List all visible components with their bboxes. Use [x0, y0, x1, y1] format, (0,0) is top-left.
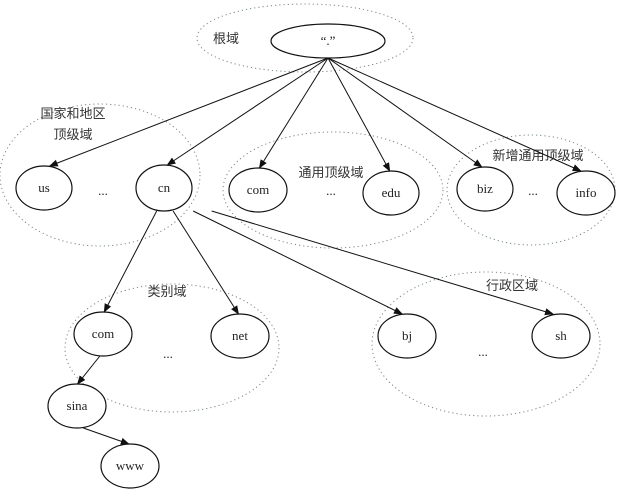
node-www-label: www: [116, 458, 145, 473]
edge-group: [48, 57, 582, 445]
node-cn-shape: [135, 164, 193, 212]
cluster-newgeneric-label: 新增通用顶级域: [492, 148, 583, 163]
node-us-shape: [15, 165, 73, 211]
ellipsis-e4: ...: [163, 346, 173, 361]
node-com-shape: [228, 167, 288, 213]
cluster-country-label: 国家和地区: [40, 106, 105, 121]
cluster-category-boundary: [64, 283, 280, 413]
node-group: “.” us cn com edu biz info com net bj sh sina www: [15, 23, 616, 489]
node-edu-label: edu: [382, 185, 401, 200]
node-root-label: “.”: [321, 33, 336, 48]
node-sina-shape: [47, 383, 107, 429]
node-net-label: net: [232, 328, 248, 343]
edge-sina-to-www: [83, 427, 130, 445]
cluster-country-label: 顶级域: [53, 127, 92, 142]
node-info: info: [556, 170, 616, 216]
cluster-country-boundary: [0, 103, 201, 247]
edge-cn-to-cncom: [103, 210, 158, 313]
node-biz-label: biz: [477, 181, 493, 196]
edge-root-to-cn: [166, 57, 329, 166]
edge-root-to-com: [258, 57, 329, 169]
node-biz: biz: [456, 166, 514, 212]
node-www: www: [100, 443, 160, 489]
edge-root-to-us: [48, 57, 329, 167]
edge-root-to-edu: [327, 57, 391, 172]
cluster-admin-label: 行政区域: [486, 278, 538, 293]
ellipsis-group: ...............: [98, 183, 538, 361]
node-us-label: us: [38, 180, 50, 195]
node-cncom-shape: [73, 311, 133, 357]
ellipsis-e5: ...: [478, 344, 488, 359]
edge-cn-to-bj: [192, 210, 403, 315]
node-net: net: [210, 313, 270, 359]
node-biz-shape: [456, 166, 514, 212]
edge-cncom-to-sina: [76, 355, 101, 385]
node-edu: edu: [362, 170, 420, 216]
node-sh-shape: [531, 313, 591, 359]
node-sina: sina: [47, 383, 107, 429]
edge-cn-to-sh: [211, 210, 554, 316]
node-edu-shape: [362, 170, 420, 216]
node-us: us: [15, 165, 73, 211]
ellipsis-e2: ...: [326, 183, 336, 198]
node-bj: bj: [377, 313, 437, 359]
node-sh-label: sh: [555, 328, 567, 343]
cluster-root-boundary: [196, 3, 414, 73]
node-cncom-label: com: [92, 326, 114, 341]
node-sina-label: sina: [67, 398, 88, 413]
node-info-label: info: [576, 185, 597, 200]
cluster-generic-label: 通用顶级域: [298, 165, 363, 180]
ellipsis-e1: ...: [98, 183, 108, 198]
ellipsis-e3: ...: [528, 183, 538, 198]
node-com-label: com: [247, 182, 269, 197]
node-net-shape: [210, 313, 270, 359]
node-www-shape: [100, 443, 160, 489]
edge-root-to-info: [327, 57, 582, 172]
node-cncom: com: [73, 311, 133, 357]
node-root: “.”: [270, 23, 386, 59]
node-info-shape: [556, 170, 616, 216]
node-cn: cn: [135, 164, 193, 212]
node-com: com: [228, 167, 288, 213]
node-bj-shape: [377, 313, 437, 359]
node-cn-label: cn: [158, 180, 171, 195]
cluster-root-label: 根域: [213, 31, 239, 46]
cluster-category-label: 类别域: [147, 284, 186, 299]
node-bj-label: bj: [402, 328, 412, 343]
cluster-admin-boundary: [371, 271, 601, 417]
node-root-shape: [270, 23, 386, 59]
edge-root-to-biz: [327, 57, 483, 168]
node-sh: sh: [531, 313, 591, 359]
edge-cn-to-net: [172, 210, 239, 315]
